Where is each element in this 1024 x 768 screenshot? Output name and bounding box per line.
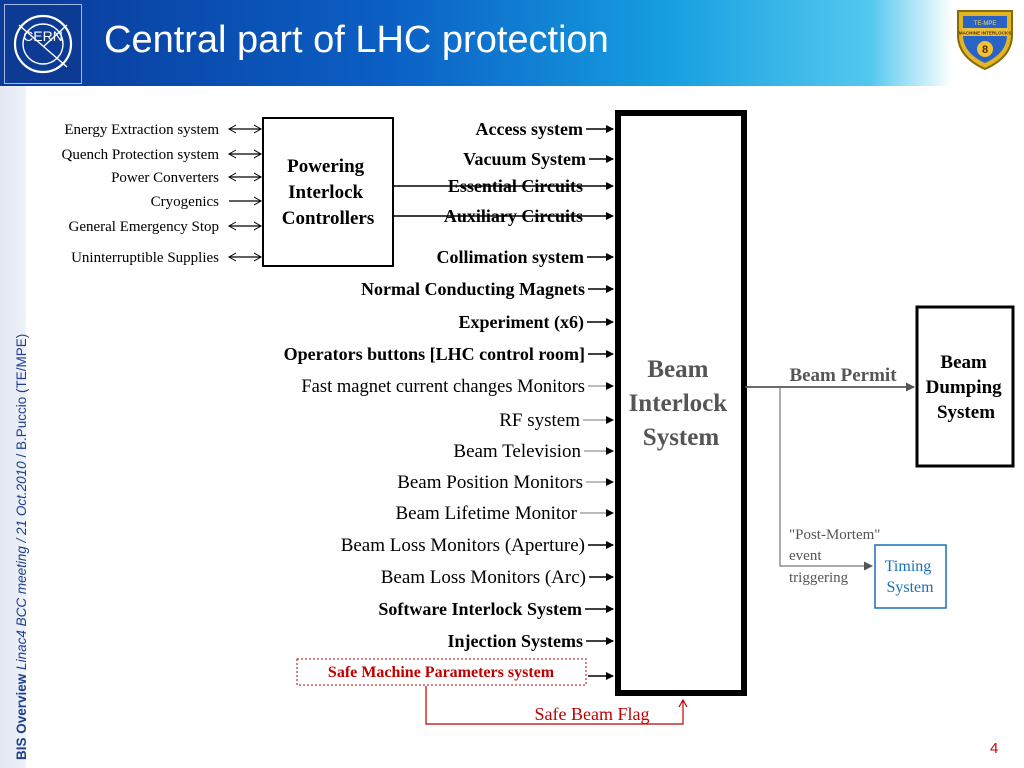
bis-input-label: Collimation system xyxy=(437,247,585,267)
pic-input-label: Cryogenics xyxy=(151,194,219,210)
bis-label-line: System xyxy=(643,424,720,451)
pic-label-line: Controllers xyxy=(282,208,375,229)
pic-label-line: Powering xyxy=(287,156,365,177)
pic-box xyxy=(262,117,394,267)
bis-input-label: Operators buttons [LHC control room] xyxy=(284,344,585,364)
bis-box-label: Beam Interlock System xyxy=(629,356,734,451)
pic-input-label: Power Converters xyxy=(111,170,219,186)
safe-beam-flag-label: Safe Beam Flag xyxy=(535,704,650,724)
bis-input-label: Vacuum System xyxy=(463,149,586,169)
pic-input-label: Uninterruptible Supplies xyxy=(71,250,219,266)
post-mortem-line: event xyxy=(789,548,822,564)
bds-label-line: Beam xyxy=(940,352,987,373)
bds-box xyxy=(915,305,1015,468)
bis-input-label: RF system xyxy=(499,410,580,431)
bis-input-label: Experiment (x6) xyxy=(459,312,584,333)
post-mortem-line: triggering xyxy=(789,570,849,586)
bis-input-label: Beam Loss Monitors (Arc) xyxy=(381,567,586,588)
bis-input-label: Beam Loss Monitors (Aperture) xyxy=(341,535,585,556)
post-mortem-arrow xyxy=(779,387,873,571)
beam-permit-label: Beam Permit xyxy=(789,365,897,386)
bis-input-label: Software Interlock System xyxy=(378,599,582,619)
bds-box-label: Beam Dumping System xyxy=(926,352,1007,423)
bis-input-label: Beam Lifetime Monitor xyxy=(395,503,577,524)
pic-input-label: Energy Extraction system xyxy=(64,122,219,138)
bis-label-line: Beam xyxy=(647,356,708,383)
slide-title: Central part of LHC protection xyxy=(104,19,609,61)
bds-label-line: Dumping xyxy=(926,377,1003,398)
title-bar: CERN Central part of LHC protection TE-M… xyxy=(0,0,1024,86)
pic-input-label: Quench Protection system xyxy=(62,147,220,163)
pic-label-line: Interlock xyxy=(288,182,363,203)
safe-beam-flag-arrow xyxy=(425,686,683,725)
smp-box xyxy=(296,658,587,686)
svg-text:8: 8 xyxy=(982,44,988,56)
left-sidebar-band xyxy=(0,86,26,768)
bis-input-label: Fast magnet current changes Monitors xyxy=(301,377,585,397)
svg-text:MACHINE INTERLOCKS: MACHINE INTERLOCKS xyxy=(959,31,1012,36)
pic-box-label: Powering Interlock Controllers xyxy=(282,156,375,229)
pic-input-label: General Emergency Stop xyxy=(68,219,219,235)
bis-label-line: Interlock xyxy=(629,390,728,417)
bis-input-label: Beam Television xyxy=(453,441,581,462)
bds-label-line: System xyxy=(937,402,995,423)
smp-label: Safe Machine Parameters system xyxy=(328,664,555,681)
page-number: 4 xyxy=(990,740,999,757)
timing-box-label: Timing System xyxy=(885,558,936,596)
timing-box xyxy=(874,544,947,609)
timing-label-line: Timing xyxy=(885,558,932,575)
machine-interlocks-badge: TE-MPE MACHINE INTERLOCKS 8 xyxy=(950,5,1020,71)
svg-text:TE-MPE: TE-MPE xyxy=(974,21,997,27)
post-mortem-label: "Post-Mortem" event triggering xyxy=(789,527,884,586)
post-mortem-line: "Post-Mortem" xyxy=(789,527,880,543)
svg-text:CERN: CERN xyxy=(23,28,63,44)
bis-box xyxy=(615,110,747,696)
timing-label-line: System xyxy=(886,579,934,596)
bis-input-label: Access system xyxy=(476,119,583,139)
bis-input-label: Normal Conducting Magnets xyxy=(361,279,585,299)
bis-input-label: Beam Position Monitors xyxy=(397,472,583,493)
bis-input-label: Injection Systems xyxy=(448,631,584,651)
cern-logo: CERN xyxy=(4,4,82,84)
